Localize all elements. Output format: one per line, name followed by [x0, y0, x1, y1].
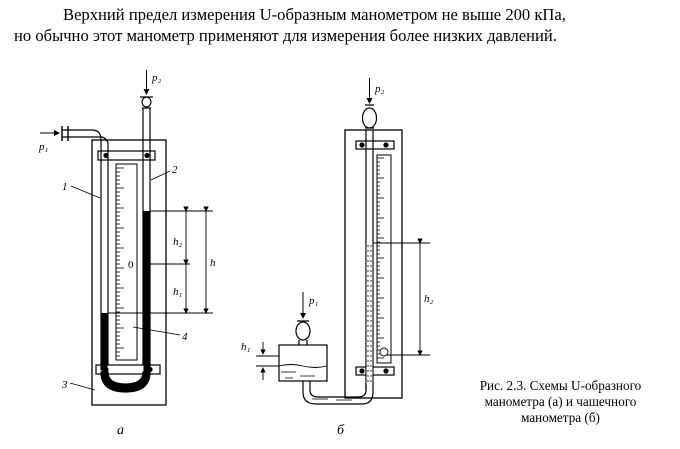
caption-line-1: Рис. 2.3. Схемы U-образного [479, 378, 642, 393]
liquid-dot [367, 300, 369, 302]
liquid-dot [370, 365, 372, 367]
liquid-dot [367, 245, 369, 247]
liquid-dot [367, 355, 369, 357]
fig-b-p2-label: p₂ [374, 83, 385, 95]
liquid-dot [367, 305, 369, 307]
bottom-clamp [95, 364, 161, 375]
fig-b-h1-label: h₁ [241, 341, 251, 353]
liquid-dot [367, 295, 369, 297]
liquid-dot [367, 380, 369, 382]
liquid-dot [370, 325, 372, 327]
liquid-dot [367, 370, 369, 372]
liquid-dot [367, 315, 369, 317]
fig-a-label-1: 1 [62, 181, 68, 193]
liquid-dot [370, 305, 372, 307]
liquid-dot [370, 250, 372, 252]
connecting-tube [302, 381, 374, 405]
fig-b-sublabel: б [337, 423, 345, 438]
right-tube [142, 108, 151, 370]
liquid-dot [367, 375, 369, 377]
intro-line-1: Верхний предел измерения U-образным мано… [63, 5, 566, 24]
measuring-scale [376, 154, 392, 364]
liquid-dot [367, 280, 369, 282]
glass-tube [365, 130, 374, 390]
fig-a-label-3: 3 [61, 379, 68, 391]
liquid-dot [370, 355, 372, 357]
fig-b-h2-label: h₂ [424, 293, 434, 305]
liquid-dot [370, 320, 372, 322]
caption-line-2: манометра (а) и чашечного [484, 394, 637, 409]
intro-line-2: но обычно этот манометр применяют для из… [14, 26, 557, 45]
fig-a-p1-label: p₁ [38, 141, 49, 153]
fig-b-p1-label: p₁ [308, 295, 319, 307]
measuring-scale [115, 163, 138, 361]
top-clamp [97, 150, 156, 161]
liquid-dot [370, 375, 372, 377]
cistern-manometer-diagram [256, 78, 430, 405]
mounting-board [91, 139, 167, 406]
figure-caption: Рис. 2.3. Схемы U-образного манометра (а… [443, 378, 678, 426]
liquid-dot [370, 295, 372, 297]
liquid-dot [370, 360, 372, 362]
liquid-dot [370, 310, 372, 312]
fig-a-p2-label: p₂ [151, 72, 162, 84]
liquid-dot [370, 285, 372, 287]
liquid-dot [367, 250, 369, 252]
liquid-u-bend [100, 371, 151, 393]
liquid-dot [367, 275, 369, 277]
bottom-clamp [355, 366, 395, 376]
liquid-dot [367, 335, 369, 337]
liquid-dot [367, 360, 369, 362]
left-tube [62, 129, 102, 370]
liquid-dot [367, 320, 369, 322]
fig-a-label-2: 2 [172, 164, 178, 176]
liquid-dot [367, 270, 369, 272]
liquid-dot [367, 285, 369, 287]
liquid-dot [370, 340, 372, 342]
liquid-dot [370, 335, 372, 337]
liquid-dot [370, 290, 372, 292]
liquid-dot [370, 345, 372, 347]
cistern-cup [278, 344, 328, 382]
liquid-dot [370, 300, 372, 302]
fig-a-h-label: h [210, 257, 216, 269]
liquid-dot [367, 255, 369, 257]
liquid-dot [370, 350, 372, 352]
liquid-dot [370, 280, 372, 282]
liquid-dot [367, 345, 369, 347]
liquid-dot [367, 290, 369, 292]
liquid-dot [370, 245, 372, 247]
u-tube-manometer-diagram [40, 70, 213, 406]
top-clamp [355, 140, 395, 150]
caption-line-3: манометра (б) [521, 410, 600, 425]
liquid-dot [367, 365, 369, 367]
liquid-dot [367, 310, 369, 312]
liquid-dot [367, 265, 369, 267]
fig-a-h1-label: h₁ [173, 286, 183, 298]
fig-a-h2-label: h₂ [173, 236, 183, 248]
fig-a-zero-label: 0 [128, 259, 134, 271]
intro-paragraph: Верхний предел измерения U-образным мано… [14, 4, 674, 46]
liquid-right-column [143, 211, 150, 373]
liquid-dot [370, 315, 372, 317]
liquid-dot [370, 370, 372, 372]
liquid-dot [367, 325, 369, 327]
liquid-left-column [101, 313, 108, 373]
liquid-dot [370, 330, 372, 332]
liquid-dot [367, 330, 369, 332]
liquid-dot [370, 265, 372, 267]
fig-a-sublabel: а [117, 423, 124, 438]
fig-a-label-4: 4 [182, 331, 188, 343]
liquid-dot [370, 260, 372, 262]
liquid-dot [370, 275, 372, 277]
liquid-dot [370, 380, 372, 382]
liquid-column [366, 243, 373, 384]
liquid-dot [367, 260, 369, 262]
liquid-dot [367, 340, 369, 342]
liquid-dot [370, 270, 372, 272]
liquid-dot [370, 255, 372, 257]
liquid-dot [367, 350, 369, 352]
